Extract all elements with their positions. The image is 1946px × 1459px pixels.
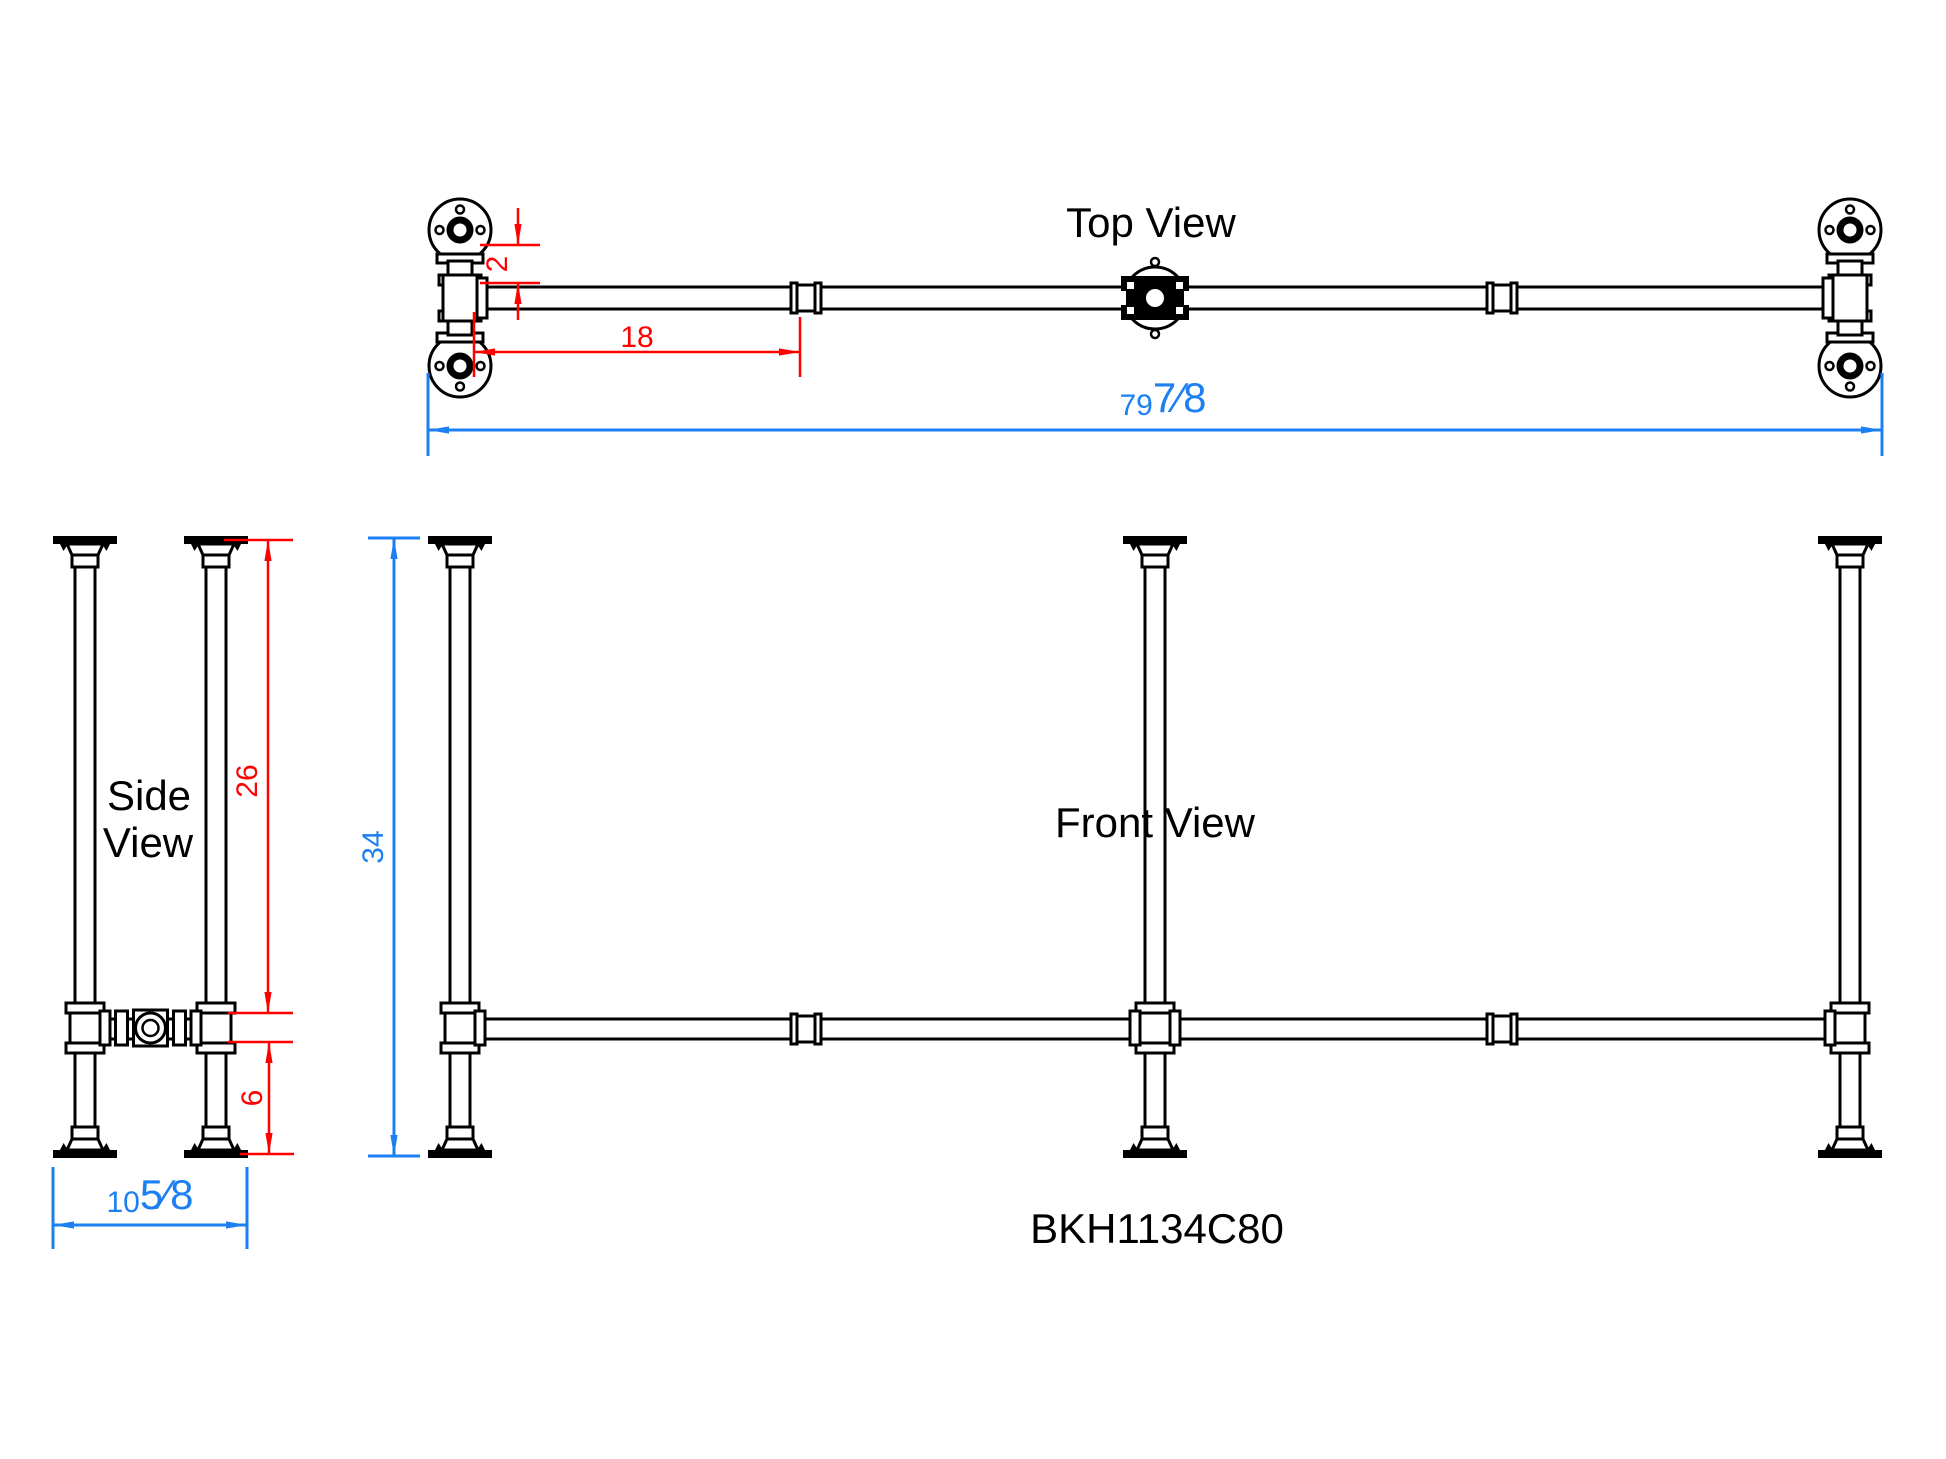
front-view-title: Front View [1055, 799, 1256, 846]
dimension-overall-length: 797⁄8 [426, 373, 1884, 456]
front-view [426, 534, 1884, 1160]
top-view-title: Top View [1066, 199, 1236, 246]
front-view-leg-left [426, 534, 494, 1160]
dimension-flange-offset-value: 2 [481, 256, 514, 273]
front-view-leg-right [1816, 534, 1884, 1160]
dimension-leg-inset: 18 [472, 312, 802, 377]
top-view-left-leg-assembly [427, 197, 493, 399]
dimension-overall-depth: 105⁄8 [51, 1167, 249, 1249]
side-view-tee-right [189, 1001, 237, 1055]
dimension-overall-height: 34 [357, 536, 420, 1158]
dimension-leg-inset-value: 18 [620, 321, 653, 354]
side-view-tee-left [64, 1001, 112, 1055]
side-view [51, 534, 250, 1160]
top-view-right-leg-assembly [1817, 197, 1883, 399]
dimension-overall-depth-value: 105⁄8 [106, 1171, 193, 1219]
dimension-stretcher-to-floor-value: 6 [236, 1090, 269, 1107]
front-view-tee-right [1823, 1001, 1871, 1055]
side-view-stretcher-end-fitting [114, 1008, 187, 1048]
dimension-leg-top-to-stretcher-value: 26 [231, 764, 264, 797]
top-view [427, 197, 1883, 399]
dimension-leg-top-to-stretcher: 26 [224, 538, 293, 1015]
front-view-leg-center [1121, 534, 1189, 1160]
dimension-overall-height-value: 34 [357, 830, 390, 863]
front-view-tee-left [439, 1001, 487, 1055]
dimension-flange-offset: 2 [480, 208, 540, 320]
front-view-coupling-left [789, 1012, 823, 1046]
top-view-coupling-right [1485, 281, 1519, 315]
dimension-stretcher-to-floor: 6 [228, 1040, 294, 1156]
side-view-leg-right [182, 534, 250, 1160]
front-view-cross-center [1128, 1001, 1182, 1055]
part-number-label: BKH1134C80 [1030, 1205, 1284, 1252]
top-view-center-mount-flange [1121, 256, 1189, 340]
side-view-title-line1: Side [107, 772, 191, 819]
front-view-coupling-right [1485, 1012, 1519, 1046]
dimension-overall-length-value: 797⁄8 [1119, 374, 1206, 422]
top-view-coupling-left [789, 281, 823, 315]
side-view-title-line2: View [103, 819, 194, 866]
